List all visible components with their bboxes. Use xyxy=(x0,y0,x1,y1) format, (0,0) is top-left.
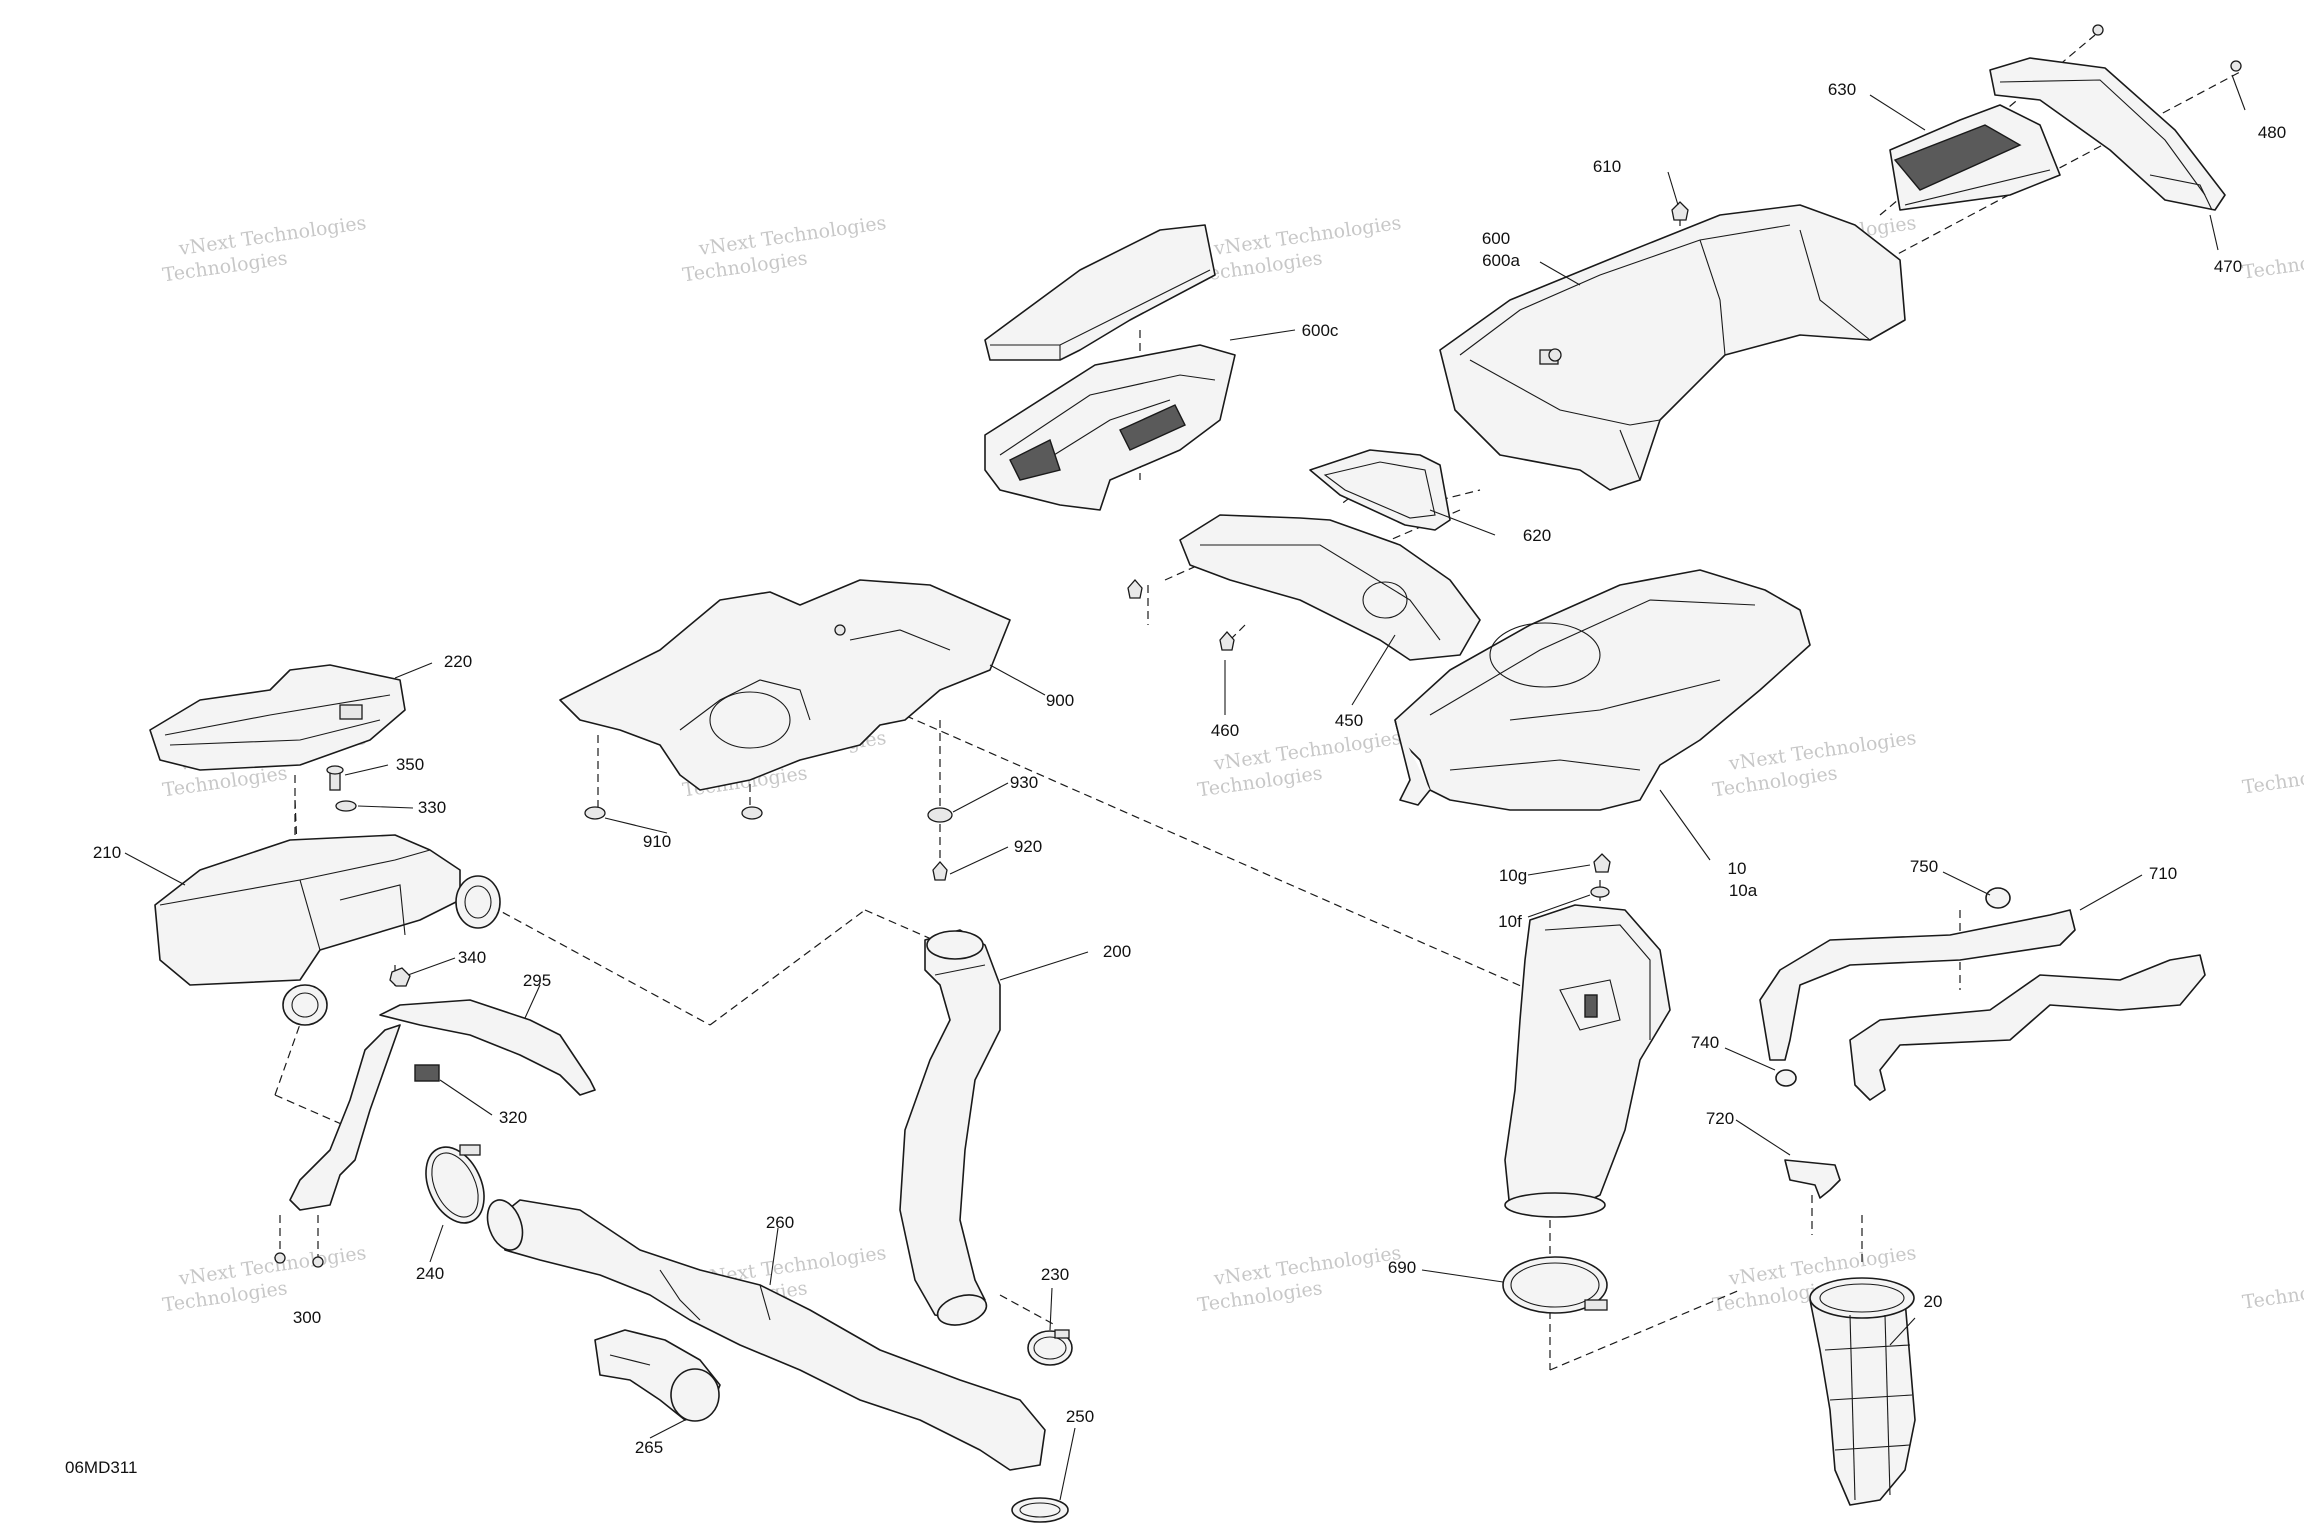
part-610-screw xyxy=(1671,201,1689,221)
callout-450: 450 xyxy=(1335,711,1363,730)
document-id: 06MD311 xyxy=(65,1458,137,1477)
callout-740: 740 xyxy=(1691,1033,1719,1052)
part-265-elbow xyxy=(594,1329,721,1422)
callout-250: 250 xyxy=(1066,1407,1094,1426)
part-10-outlet-housing xyxy=(1504,904,1671,1218)
callout-340: 340 xyxy=(458,948,486,967)
callout-220: 220 xyxy=(444,652,472,671)
watermark: Technologies xyxy=(2241,759,2304,798)
part-460-screw xyxy=(1127,579,1235,651)
callout-320: 320 xyxy=(499,1108,527,1127)
callout-10f: 10f xyxy=(1498,912,1522,931)
callout-10g: 10g xyxy=(1499,866,1527,885)
callout-295: 295 xyxy=(523,971,551,990)
callout-690: 690 xyxy=(1388,1258,1416,1277)
callout-600c: 600c xyxy=(1302,321,1339,340)
leader-lines xyxy=(124,74,2246,1501)
part-210-intercooler xyxy=(154,834,501,1026)
part-600c-filter-element xyxy=(984,224,1216,361)
callout-265: 265 xyxy=(635,1438,663,1457)
part-470-screw xyxy=(2092,24,2242,72)
callout-200: 200 xyxy=(1103,942,1131,961)
callout-350: 350 xyxy=(396,755,424,774)
callout-630: 630 xyxy=(1828,80,1856,99)
callout-230: 230 xyxy=(1041,1265,1069,1284)
part-10-airbox-body xyxy=(1394,569,1811,811)
callout-10a: 10a xyxy=(1729,881,1758,900)
callout-930: 930 xyxy=(1010,773,1038,792)
part-295-bracket xyxy=(379,999,596,1096)
callout-labels: 480 470 630 610 600 600a 600c 620 450 46… xyxy=(93,80,2286,1457)
part-220-cover xyxy=(149,664,406,771)
callout-620: 620 xyxy=(1523,526,1551,545)
callout-470: 470 xyxy=(2214,257,2242,276)
part-300-bracket xyxy=(274,1024,401,1268)
part-320-clip xyxy=(414,1064,440,1082)
callout-910: 910 xyxy=(643,832,671,851)
callout-600a: 600a xyxy=(1482,251,1520,270)
callout-210: 210 xyxy=(93,843,121,862)
part-330-washer xyxy=(335,800,357,812)
part-230-clamp xyxy=(1027,1329,1073,1366)
part-910-washer xyxy=(584,806,763,820)
part-450-panel xyxy=(1179,514,1481,661)
part-620-gasket xyxy=(1309,449,1451,531)
part-600-intake-duct xyxy=(1439,204,1906,491)
callout-480: 480 xyxy=(2258,123,2286,142)
part-350-bolt xyxy=(326,765,344,791)
callout-750: 750 xyxy=(1910,857,1938,876)
part-720-tee-fitting xyxy=(1784,1159,1841,1199)
callout-920: 920 xyxy=(1014,837,1042,856)
part-600c-filter-frame xyxy=(984,344,1236,511)
part-260-y-pipe xyxy=(486,1199,1046,1471)
callout-460: 460 xyxy=(1211,721,1239,740)
part-630-vent-cover xyxy=(1889,104,2061,211)
part-920-screw xyxy=(932,861,948,881)
callout-720: 720 xyxy=(1706,1109,1734,1128)
part-750-cap xyxy=(1985,887,2011,909)
part-900-heat-shield xyxy=(559,579,1011,791)
part-250-clamp xyxy=(1011,1497,1069,1523)
callout-300: 300 xyxy=(293,1308,321,1327)
callout-240: 240 xyxy=(416,1264,444,1283)
callout-600: 600 xyxy=(1482,229,1510,248)
callout-20: 20 xyxy=(1924,1292,1943,1311)
part-710-hose xyxy=(1759,909,2206,1101)
part-480-duct-cover xyxy=(1989,57,2226,211)
part-740-coupling xyxy=(1775,1069,1797,1087)
part-340-nut xyxy=(389,967,411,987)
part-20-filter xyxy=(1809,1277,1916,1506)
part-690-clamp xyxy=(1502,1256,1608,1314)
part-240-clamp xyxy=(425,1144,485,1224)
callout-710: 710 xyxy=(2149,864,2177,883)
callout-900: 900 xyxy=(1046,691,1074,710)
part-10g-bolt xyxy=(1593,853,1611,873)
callout-330: 330 xyxy=(418,798,446,817)
callout-260: 260 xyxy=(766,1213,794,1232)
part-200-hose xyxy=(899,929,1001,1326)
watermark: Technologies xyxy=(2241,244,2304,283)
part-10f-washer xyxy=(1590,886,1610,898)
callout-10: 10 xyxy=(1728,859,1747,878)
part-930-washer xyxy=(927,807,953,823)
callout-610: 610 xyxy=(1593,157,1621,176)
watermark: Technologies xyxy=(2241,1274,2304,1313)
